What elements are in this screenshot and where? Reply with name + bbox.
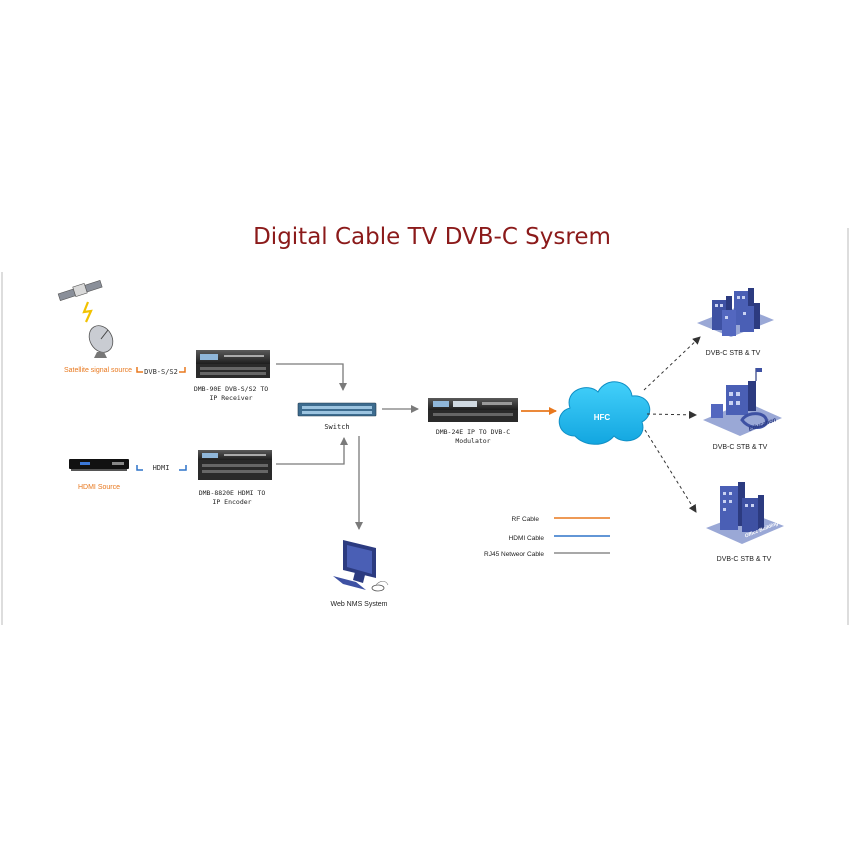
hfc-label: HFC	[594, 413, 611, 422]
endpoint-1-label: DVB-C STB & TV	[706, 350, 761, 357]
hfc-to-endpoint-1-connector	[643, 336, 701, 391]
encoder-label-line1: DMB-8820E HDMI TO	[199, 489, 266, 497]
satellite-icon	[57, 279, 103, 301]
hdmi-source-label: HDMI Source	[78, 484, 120, 491]
receiver-device-icon	[196, 350, 270, 378]
satellite-link-label: DVB-S/S2	[144, 368, 178, 376]
apartment-buildings-icon	[697, 288, 774, 337]
legend-label-hdmi: HDMI Cable	[509, 535, 545, 542]
office-building-icon	[706, 482, 784, 544]
legend-label-rf: RF Cable	[512, 516, 540, 523]
modulator-device-icon	[428, 398, 518, 422]
switch-label: Switch	[324, 423, 349, 431]
hdmi-link-label: HDMI	[153, 464, 170, 472]
modulator-label-line2: Modulator	[455, 437, 490, 445]
endpoint-3-label: DVB-C STB & TV	[717, 556, 772, 563]
satellite-rf-cable	[136, 367, 143, 373]
hdmi-source-device-icon	[69, 459, 129, 471]
endpoint-2-label: DVB-C STB & TV	[713, 444, 768, 451]
switch-device-icon	[297, 402, 377, 417]
receiver-label-line1: DMB-90E DVB-S/S2 TO	[194, 385, 268, 393]
legend-label-rj45: RJ45 Netweor Cable	[484, 551, 544, 558]
receiver-rf-cable	[179, 367, 186, 373]
hdmi-cable-right	[179, 465, 187, 471]
hdmi-cable-left	[136, 465, 143, 471]
encoder-label-line2: IP Encoder	[212, 498, 251, 506]
hfc-to-endpoint-2-connector	[646, 410, 697, 419]
education-building-icon	[703, 368, 782, 436]
satellite-source-label: Satellite signal source	[64, 367, 132, 374]
encoder-device-icon	[198, 450, 272, 480]
diagram-title: Digital Cable TV DVB-C Sysrem	[253, 224, 611, 250]
receiver-label-line2: IP Receiver	[209, 394, 252, 402]
signal-bolt-icon	[82, 301, 93, 323]
hfc-to-endpoint-3-connector	[644, 429, 697, 513]
hfc-cloud-icon	[558, 381, 651, 445]
modulator-label-line1: DMB-24E IP TO DVB-C	[436, 428, 510, 436]
encoder-to-switch-connector	[276, 437, 348, 465]
nms-label: Web NMS System	[330, 601, 387, 608]
satellite-dish-icon	[88, 325, 114, 358]
legend: RF Cable HDMI Cable RJ45 Netweor Cable	[484, 516, 610, 558]
receiver-to-switch-connector	[276, 363, 347, 391]
computer-icon	[333, 540, 389, 592]
